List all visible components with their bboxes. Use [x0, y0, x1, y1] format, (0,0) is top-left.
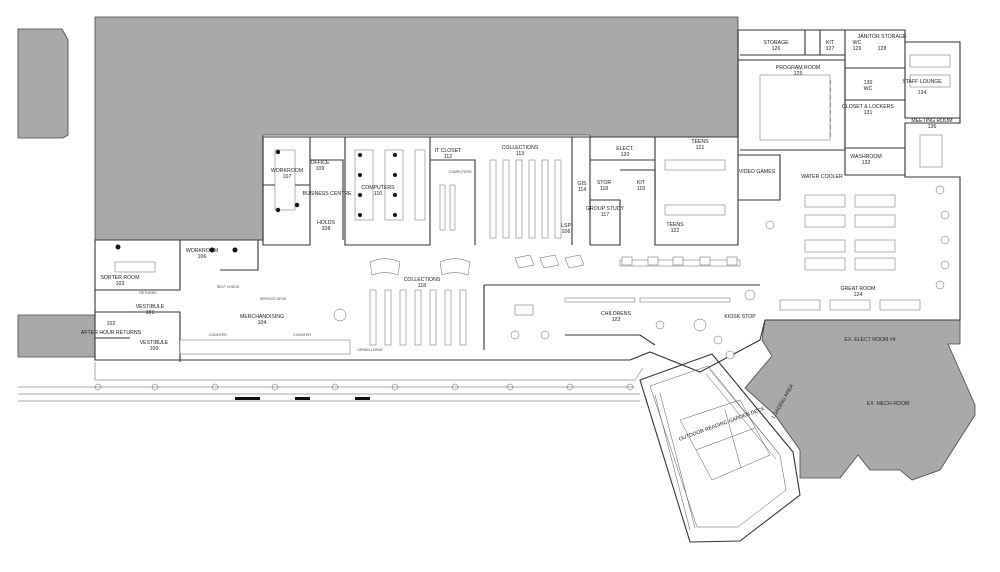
counter-right-label: COUNTER	[293, 333, 311, 337]
annotations: COUNTER COUNTER SELF CHECK SERVICE DESK …	[139, 170, 472, 352]
interior-walls	[95, 30, 960, 362]
deck-details	[654, 369, 781, 531]
returns-label: RETURNS	[139, 291, 157, 295]
existing-elect-mech-block	[744, 319, 976, 481]
room-ex-mech-room: EX. MECH ROOM	[867, 401, 910, 407]
lower-perimeter	[94, 362, 644, 381]
column-grid	[94, 383, 634, 400]
counter-left-label: COUNTER	[209, 333, 227, 337]
computers-small-label: COMPUTERS	[449, 170, 473, 174]
soft-seating	[369, 254, 738, 316]
computer-desks	[114, 74, 831, 355]
collections-shelving	[369, 159, 731, 346]
room-ex-elect-room: EX. ELECT ROOM #4	[844, 337, 895, 343]
room-kiosk-stop: KIOSK STOP	[724, 314, 756, 320]
existing-block-bottom-left	[17, 314, 96, 358]
existing-building-areas	[17, 16, 976, 481]
room-elect-120: ELECT.120	[616, 146, 634, 158]
existing-block-far-left	[17, 28, 69, 139]
bottom-walkway	[18, 386, 640, 402]
great-room-tables	[779, 54, 951, 311]
service-desk-label: SERVICE DESK	[260, 297, 287, 301]
room-business-centre: BUSINESS CENTRE	[302, 191, 352, 197]
urban-living-label: URBAN LIVING	[357, 348, 383, 352]
room-video-games: VIDEO GAMES	[739, 169, 776, 175]
self-check-label: SELF CHECK	[217, 285, 240, 289]
lounge-chairs	[115, 149, 950, 360]
deck-inner	[649, 365, 787, 528]
room-water-cooler: WATER COOLER	[801, 174, 843, 180]
outdoor-deck-outline	[639, 353, 801, 543]
